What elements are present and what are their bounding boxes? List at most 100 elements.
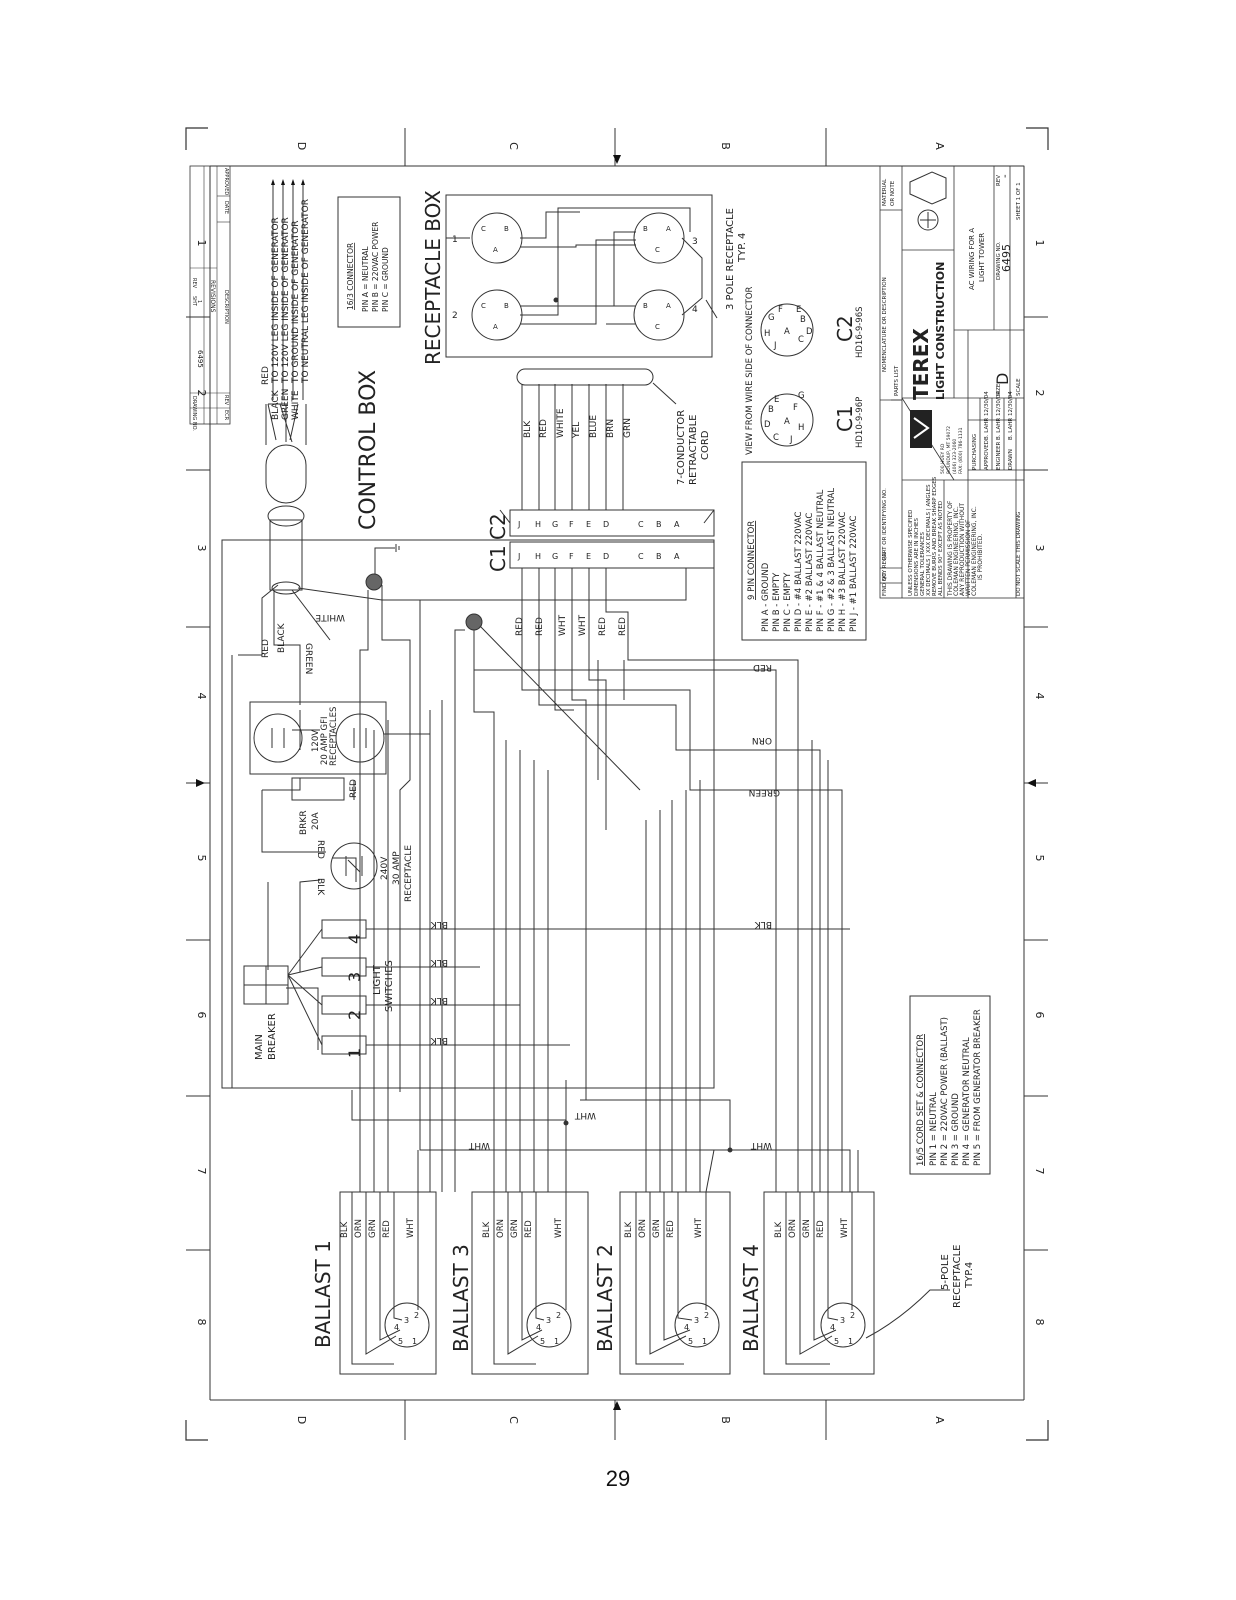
c2-part: HD16-9-96S bbox=[855, 306, 865, 358]
breaker-line-1: BRKR bbox=[299, 810, 309, 835]
tb-appr-role-4: DRAWN bbox=[1008, 449, 1014, 470]
cordset-line-5: PIN 5 = FROM GENERATOR BREAKER bbox=[973, 1009, 983, 1166]
b1-wire-grn: GRN bbox=[368, 1219, 378, 1238]
switch-number-4: 4 bbox=[345, 934, 364, 944]
c2-label: C2 bbox=[486, 513, 510, 540]
tb-tol-2: DIMENSIONS ARE IN INCHES bbox=[914, 518, 920, 596]
retractable-cord bbox=[516, 368, 677, 510]
light-switches bbox=[287, 919, 850, 1055]
c1-pin-e: E bbox=[586, 552, 591, 561]
connector-16-3-text: 16/3 CONNECTOR PIN A = NEUTRAL PIN B = 2… bbox=[346, 222, 390, 312]
main-breaker-line-1: MAIN bbox=[254, 1034, 265, 1060]
b3-wire-orn: ORN bbox=[496, 1219, 506, 1238]
ballast-4-plug bbox=[820, 1302, 866, 1348]
c1-label: C1 bbox=[486, 545, 510, 572]
ballast-2-plug bbox=[674, 1302, 720, 1348]
receptacle-box-title: RECEPTACLE BOX bbox=[421, 190, 445, 365]
tb-rev: - bbox=[1000, 174, 1011, 178]
b1-wire-wht: WHT bbox=[406, 1217, 416, 1238]
cb-lead-white: WHITE bbox=[315, 612, 345, 622]
rev-col-rev: REV bbox=[223, 395, 229, 406]
cordset-line-1: PIN 1 = NEUTRAL bbox=[929, 1092, 939, 1166]
gfi-receptacles bbox=[249, 701, 387, 775]
gfi-line-1: 120V bbox=[311, 730, 321, 752]
ballast-3-plug bbox=[526, 1302, 572, 1348]
tb-desc-2: LIGHT TOWER bbox=[978, 233, 986, 282]
b4-pin-5: 5 bbox=[834, 1337, 839, 1346]
tb-addr-3: (406) 323-2060 bbox=[952, 439, 958, 474]
receptacle-2-pin-c: C bbox=[481, 302, 486, 310]
breaker-text: BRKR 20A RED bbox=[299, 779, 359, 835]
nine-pin-line-9: PIN J - #1 BALLAST 220VAC bbox=[849, 516, 859, 632]
b4-pin-3: 3 bbox=[840, 1316, 845, 1325]
rev-drawing-no: 6495 bbox=[196, 350, 204, 368]
generator-cable bbox=[265, 403, 307, 595]
c2-face-pin-j: J bbox=[773, 341, 777, 351]
col-top-1: D bbox=[295, 142, 308, 150]
c1-face-pin-b: B bbox=[768, 405, 774, 415]
col-bot-2: C bbox=[507, 1416, 520, 1424]
receptacle-3-pin-a: A bbox=[666, 225, 671, 233]
lead-green-desc: TO GROUND INSIDE OF GENERATOR bbox=[291, 221, 301, 384]
harness-orn: ORN bbox=[752, 735, 772, 745]
b2-pin-3: 3 bbox=[694, 1316, 699, 1325]
b4-pin-2: 2 bbox=[850, 1311, 855, 1320]
receptacle-4 bbox=[633, 289, 685, 341]
rev-col-date: DATE bbox=[223, 201, 229, 214]
switch-wire-blk-4: BLK bbox=[430, 919, 448, 929]
pin-wire-wht-1: WHT bbox=[558, 614, 568, 636]
cord-wire-blue: BLUE bbox=[589, 415, 599, 438]
b2-wire-wht: WHT bbox=[694, 1217, 704, 1238]
control-box-lead-labels: RED BLACK GREEN WHITE RED RED WHT WHT RE… bbox=[261, 612, 628, 674]
tb-prop-2: COLEMAN ENGINEERING, INC. bbox=[953, 506, 960, 596]
receptacle-1-pin-b: B bbox=[504, 225, 509, 233]
rev-col-approved: APPROVED bbox=[223, 168, 229, 195]
light-switches-line-2: SWITCHES bbox=[384, 960, 395, 1012]
sheet-border bbox=[185, 127, 1049, 1441]
harness-labels: RED ORN GREEN WHT WHT WHT bbox=[468, 662, 780, 1150]
ground-splice-2 bbox=[465, 613, 483, 631]
connector-pin-letters: J H G F E D C B A J H G F E D C B A bbox=[517, 520, 680, 561]
c1-face-pin-a: A bbox=[784, 417, 790, 427]
gfi-outlet-right bbox=[335, 713, 385, 763]
c2-pin-f: F bbox=[569, 520, 574, 529]
ballast-wire-labels: BLK ORN GRN RED WHT BLK ORN GRN RED WHT … bbox=[340, 1217, 850, 1238]
col-top-4: A bbox=[933, 142, 946, 150]
b4-wire-grn: GRN bbox=[802, 1219, 812, 1238]
row-right-4: 4 bbox=[1033, 693, 1046, 700]
col-bot-1: D bbox=[295, 1416, 308, 1424]
c2-face-pin-d: D bbox=[806, 327, 813, 337]
five-pole-line-1: 5-POLE bbox=[940, 1254, 951, 1290]
nine-pin-line-1: PIN A - GROUND bbox=[761, 562, 771, 632]
receptacle-pos-2: 2 bbox=[452, 311, 458, 321]
ballast-3-box bbox=[471, 1191, 589, 1375]
cordset-text: 16/5 CORD SET & CONNECTOR PIN 1 = NEUTRA… bbox=[916, 1009, 983, 1166]
tb-tol-6: ALL BENDS 90° EXCEPT AS NOTED bbox=[938, 501, 944, 596]
pin-wire-red-1: RED bbox=[515, 617, 525, 636]
b2-pin-5: 5 bbox=[688, 1337, 693, 1346]
row-right-5: 5 bbox=[1033, 855, 1046, 862]
lead-white-color: WHITE bbox=[291, 390, 301, 420]
pin-wire-red-3: RED bbox=[598, 617, 608, 636]
harness-wht-3: WHT bbox=[750, 1140, 772, 1150]
tb-find-no: FIND NO. bbox=[882, 571, 888, 596]
nine-pin-title: 9 PIN CONNECTOR bbox=[747, 521, 757, 600]
row-right-2: 2 bbox=[1033, 390, 1046, 397]
title-block bbox=[879, 165, 1025, 599]
receptacle-2-pin-b: B bbox=[504, 302, 509, 310]
tb-prop-1: THIS DRAWING IS PROPERTY OF bbox=[947, 500, 954, 597]
row-right-1: 1 bbox=[1033, 240, 1046, 247]
switch-wire-blk-1: BLK bbox=[430, 1035, 448, 1045]
b3-pin-1: 1 bbox=[554, 1337, 559, 1346]
harness-blk: BLK bbox=[754, 919, 772, 929]
col-bot-4: A bbox=[933, 1416, 946, 1424]
c1-pin-j: J bbox=[517, 552, 520, 561]
c2-pin-d: D bbox=[603, 520, 609, 529]
five-pole-line-2: RECEPTACLE bbox=[952, 1245, 963, 1308]
rev-sheet-value: 1 bbox=[196, 300, 202, 303]
cordset-line-3: PIN 3 = GROUND bbox=[951, 1093, 961, 1166]
rev-title: REVISIONS bbox=[209, 280, 216, 313]
terex-logo-icon bbox=[910, 410, 932, 448]
ballast-harness bbox=[351, 660, 859, 1193]
